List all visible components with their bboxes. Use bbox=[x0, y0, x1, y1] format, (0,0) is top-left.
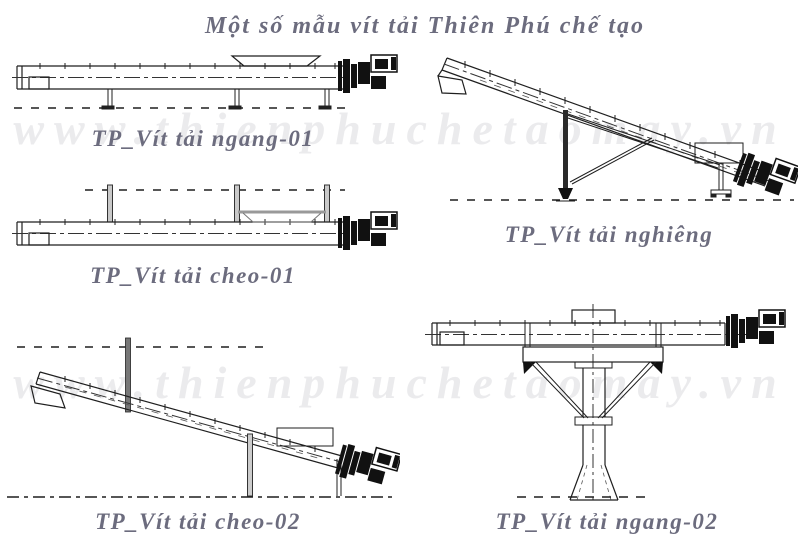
pedestal-column-lower bbox=[582, 425, 606, 465]
flange-ticks bbox=[464, 61, 741, 167]
base-skirt bbox=[569, 464, 619, 501]
center-line bbox=[443, 63, 770, 182]
diagonal-brace bbox=[569, 137, 655, 185]
figure-label-ngang-01: TP_Vít tải ngang-01 bbox=[91, 126, 315, 151]
feed-inlet-outline bbox=[694, 142, 744, 164]
screw-flight-hint bbox=[64, 386, 326, 461]
drawing-screw-conveyor-cheo-01 bbox=[12, 184, 398, 251]
support-stand bbox=[710, 163, 732, 198]
feed-hopper bbox=[238, 210, 326, 223]
gear-motor bbox=[337, 211, 398, 251]
figure-label-nghieng: TP_Vít tải nghiêng bbox=[504, 222, 714, 247]
watermark-text: www.thienphuchetaomay.vn bbox=[13, 357, 787, 408]
diagonal-braces bbox=[529, 361, 657, 419]
conveyor-tube bbox=[35, 371, 343, 469]
watermark-text: www.thienphuchetaomay.vn bbox=[13, 103, 787, 154]
flange-ticks bbox=[64, 376, 316, 452]
discharge-chute bbox=[437, 69, 467, 95]
discharge-chute bbox=[30, 385, 66, 409]
column-collar bbox=[574, 416, 613, 426]
lower-strut bbox=[567, 113, 721, 169]
discharge-outlet bbox=[28, 232, 50, 246]
gusset-right bbox=[650, 362, 663, 374]
gear-motor bbox=[731, 146, 798, 204]
center-line bbox=[36, 377, 342, 463]
gear-motor bbox=[725, 309, 786, 349]
feed-inlet-box bbox=[571, 309, 616, 324]
support-post bbox=[556, 110, 575, 202]
feed-hopper bbox=[230, 55, 322, 67]
figure-label-cheo-02: TP_Vít tải cheo-02 bbox=[95, 509, 301, 534]
drawing-screw-conveyor-cheo-02 bbox=[7, 337, 400, 498]
pedestal-column-upper bbox=[582, 368, 606, 417]
figure-label-ngang-02: TP_Vít tải ngang-02 bbox=[495, 509, 719, 534]
hanger-post bbox=[125, 337, 131, 413]
drawing-screw-conveyor-inclined bbox=[437, 57, 798, 204]
figure-label-cheo-01: TP_Vít tải cheo-01 bbox=[90, 263, 296, 288]
column-cap bbox=[574, 361, 613, 369]
screw-flight-hint bbox=[479, 79, 751, 178]
page-title: Một số mẫu vít tải Thiên Phú chế tạo bbox=[204, 13, 646, 39]
mid-support bbox=[247, 433, 253, 497]
discharge-outlet bbox=[439, 331, 465, 346]
gear-motor bbox=[333, 438, 400, 492]
drawing-screw-conveyor-horizontal-02 bbox=[425, 304, 786, 502]
feed-inlet-outline bbox=[276, 427, 334, 447]
mount-lugs bbox=[524, 323, 662, 347]
gear-motor bbox=[337, 54, 398, 94]
drawing-screw-conveyor-horizontal-01 bbox=[12, 54, 398, 110]
gusset-left bbox=[523, 362, 536, 374]
support-legs bbox=[101, 89, 332, 110]
discharge-outlet bbox=[28, 76, 50, 90]
